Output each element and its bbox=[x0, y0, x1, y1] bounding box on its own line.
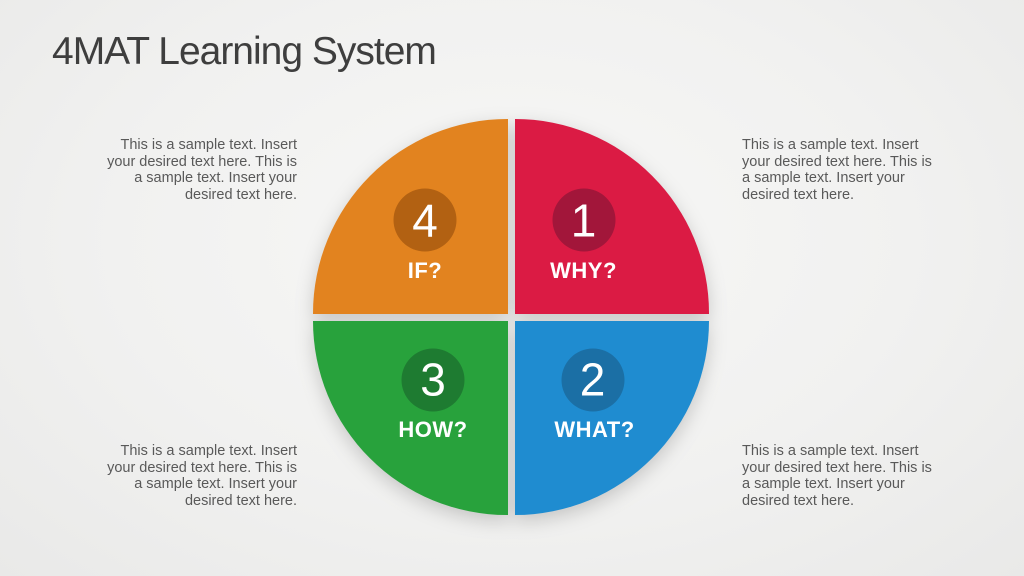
quadrant-label-if: IF? bbox=[407, 258, 443, 283]
text-line: desired text here. bbox=[184, 492, 297, 509]
number-badge-2: 2 bbox=[561, 348, 624, 411]
text-line: your desired text here. This is bbox=[107, 153, 297, 170]
text-line: your desired text here. This is bbox=[107, 459, 297, 476]
number-badge-1: 1 bbox=[552, 188, 615, 252]
text-line: your desired text here. This is bbox=[742, 153, 932, 170]
number-badge-3: 3 bbox=[401, 348, 465, 411]
text-line: This is a sample text. Insert bbox=[120, 443, 297, 459]
text-line: This is a sample text. Insert bbox=[120, 137, 297, 153]
quadrant-label-what: WHAT? bbox=[554, 416, 635, 442]
quadrant-why: 1 WHY? bbox=[514, 119, 709, 314]
placeholder-text-bottom-right: This is a sample text. Insert your desir… bbox=[742, 443, 962, 509]
quadrant-label-how: HOW? bbox=[398, 416, 468, 442]
text-line: This is a sample text. Insert bbox=[742, 137, 919, 153]
circle-diagram: 4 IF? 1 WHY? 3 HOW? 2 WHAT? bbox=[313, 119, 709, 515]
quadrant-what: 2 WHAT? bbox=[514, 320, 709, 515]
text-line: desired text here. bbox=[184, 186, 297, 203]
quadrant-how: 3 HOW? bbox=[313, 320, 508, 515]
text-line: a sample text. Insert your bbox=[742, 476, 905, 493]
text-line: a sample text. Insert your bbox=[134, 476, 297, 493]
page-title: 4MAT Learning System bbox=[52, 30, 437, 73]
text-line: a sample text. Insert your bbox=[134, 170, 297, 187]
placeholder-text-top-left: This is a sample text. Insert your desir… bbox=[85, 137, 297, 203]
quadrant-if: 4 IF? bbox=[313, 119, 508, 314]
text-line: desired text here. bbox=[742, 186, 855, 203]
quadrant-grid: 4 IF? 1 WHY? 3 HOW? 2 WHAT? bbox=[313, 119, 709, 515]
quadrant-label-why: WHY? bbox=[550, 258, 617, 283]
text-line: This is a sample text. Insert bbox=[742, 443, 919, 459]
text-line: a sample text. Insert your bbox=[742, 170, 905, 187]
text-line: your desired text here. This is bbox=[742, 459, 932, 476]
text-line: desired text here. bbox=[742, 492, 855, 509]
placeholder-text-bottom-left: This is a sample text. Insert your desir… bbox=[85, 443, 297, 509]
placeholder-text-top-right: This is a sample text. Insert your desir… bbox=[742, 137, 962, 203]
number-badge-4: 4 bbox=[393, 188, 457, 252]
